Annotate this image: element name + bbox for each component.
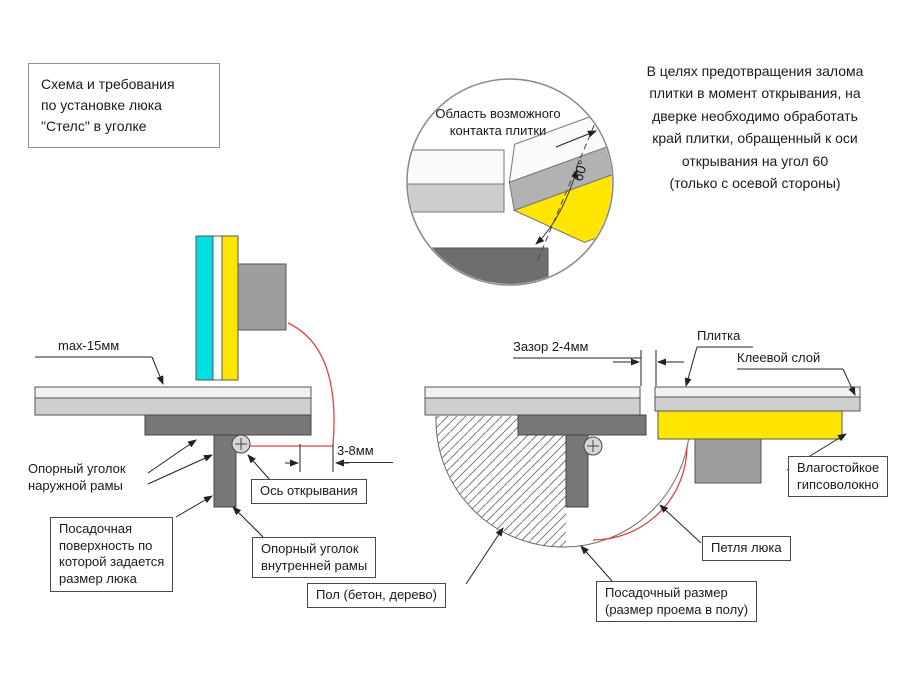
inner-frame-angle-bar (565, 434, 589, 508)
right-section-view (424, 346, 861, 585)
seating-size-leader (580, 545, 613, 582)
door-glue-strip (212, 235, 223, 381)
floor-label: Пол (бетон, дерево) (307, 583, 446, 608)
max-15-label: max-15мм (58, 338, 120, 353)
hinge-pivot-cross (587, 440, 599, 452)
outer-frame-angle-bar (517, 414, 647, 436)
floor-glue-layer (424, 397, 641, 416)
hinge-leader (659, 504, 702, 544)
glue-leader (842, 368, 856, 396)
door-glue-layer (654, 396, 861, 412)
door-swing-arc (247, 322, 335, 447)
glue-label: Клеевой слой (737, 350, 821, 365)
detail-door-glue (408, 183, 505, 213)
tile-leader (684, 346, 698, 387)
concrete-floor-hatching (436, 416, 566, 547)
tile-label: Плитка (697, 328, 741, 343)
outer-angle-leader (147, 454, 213, 485)
floor-leader (465, 527, 504, 585)
axis-leader (247, 454, 271, 481)
angle-value-label: 60° (569, 158, 590, 183)
floor-glue-layer (34, 397, 312, 416)
hinge-pivot-cross (235, 438, 247, 450)
title-box: Схема и требования по установке люка "Ст… (28, 63, 220, 148)
gap-3-8-label: 3-8мм (337, 443, 393, 463)
door-tile-layer (654, 386, 861, 398)
detail-door-tile (408, 149, 505, 185)
floor-tile-layer (34, 386, 312, 399)
door-tile-strip (195, 235, 214, 381)
detail-contact-label: Область возможного контакта плитки (435, 106, 561, 138)
left-section-view (34, 235, 349, 538)
inner-angle-label: Опорный уголок внутренней рамы (252, 537, 377, 579)
door-hinge-block (694, 438, 762, 484)
outer-frame-angle-bar (144, 414, 312, 436)
gypsum-label: Влагостойкое гипсоволокно (788, 456, 889, 498)
door-gypsum-strip (221, 235, 239, 381)
seating-surface-leader (175, 495, 213, 518)
door-swing-arc (592, 445, 688, 541)
outer-angle-leader (147, 439, 197, 474)
max15-leader (151, 356, 164, 385)
inner-angle-leader (232, 506, 264, 538)
axis-of-opening-label: Ось открывания (251, 479, 367, 504)
inner-frame-angle-bar (213, 434, 237, 508)
floor-tile-layer (424, 386, 641, 399)
angle-arc (535, 169, 578, 245)
outer-angle-label: Опорный уголок наружной рамы (28, 461, 126, 493)
door-hinge-block (237, 263, 287, 331)
seating-size-label: Посадочный размер (размер проема в полу) (596, 581, 758, 623)
hinge-label: Петля люка (702, 536, 791, 561)
gap-2-4-label: Зазор 2-4мм (513, 339, 589, 354)
seating-surface-label: Посадочная поверхность по которой задает… (50, 517, 174, 592)
note-text: В целях предотвращения залома плитки в м… (646, 63, 864, 191)
detail-label-leader (555, 130, 597, 148)
door-gypsum-layer (657, 410, 843, 440)
